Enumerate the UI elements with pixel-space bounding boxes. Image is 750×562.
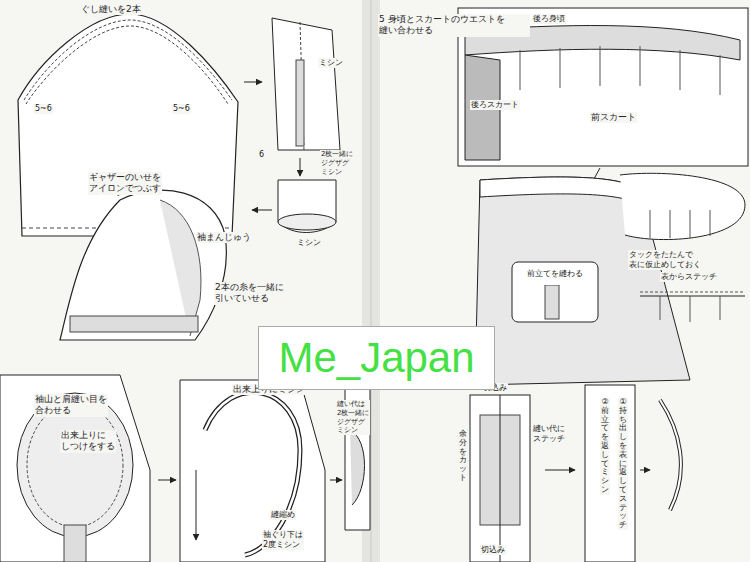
annotation-label: 袖まんじゅう [196,232,252,243]
annotation-label: タックをたたんで 表に仮止めしておく [628,250,702,270]
watermark-box: Me_Japan [258,326,495,390]
annotation-label: 5~6 [34,104,53,114]
annotation-label: 5 身頃とスカートのウエストを 縫い合わせる [378,14,530,37]
annotation-label: ミシン [318,58,344,68]
inset-caption: 前立てを縫わる [517,265,593,285]
watermark-text: Me_Japan [278,334,474,382]
annotation-label: ②前立てを返してミシン [600,398,610,495]
annotation-label: 2本の糸を一緒に 引いていせる [214,282,285,305]
caption-text: 前立てを縫わる [527,268,583,279]
annotation-label: 後ろ身頃 [532,14,566,24]
annotation-label: ぐし縫いを2本 [80,4,142,15]
annotation-label: ミシン [296,238,322,248]
annotation-label: 前スカート [590,112,637,123]
annotation-label: 袖山と肩縫い目を 合わせる [34,394,108,417]
annotation-label: ギャザーのいせを アイロンでつぶす [88,172,162,195]
annotation-label: 表からステッチ [660,272,718,282]
annotation-label: 余分をカット [458,430,468,483]
annotation-label: 袖ぐり下は 2度ミシン [262,530,304,550]
annotation-label: 切込み [480,545,506,555]
annotation-label: 6 [258,150,265,160]
annotation-label: 縫い代に ステッチ [532,424,566,444]
annotation-label: 5~6 [172,104,191,114]
annotation-label: ①持ち出しを表に返してステッチ [618,398,628,530]
annotation-label: 縫縮め [270,510,296,520]
annotation-label: 出来上りに しつけをする [60,430,116,453]
annotation-label: 後ろスカート [470,100,520,110]
annotation-label: 2枚一緒に ジグザグ ミシン [320,150,354,176]
annotation-label: 縫い代は 2枚一緒に ジグザグ ミシン [336,400,370,435]
